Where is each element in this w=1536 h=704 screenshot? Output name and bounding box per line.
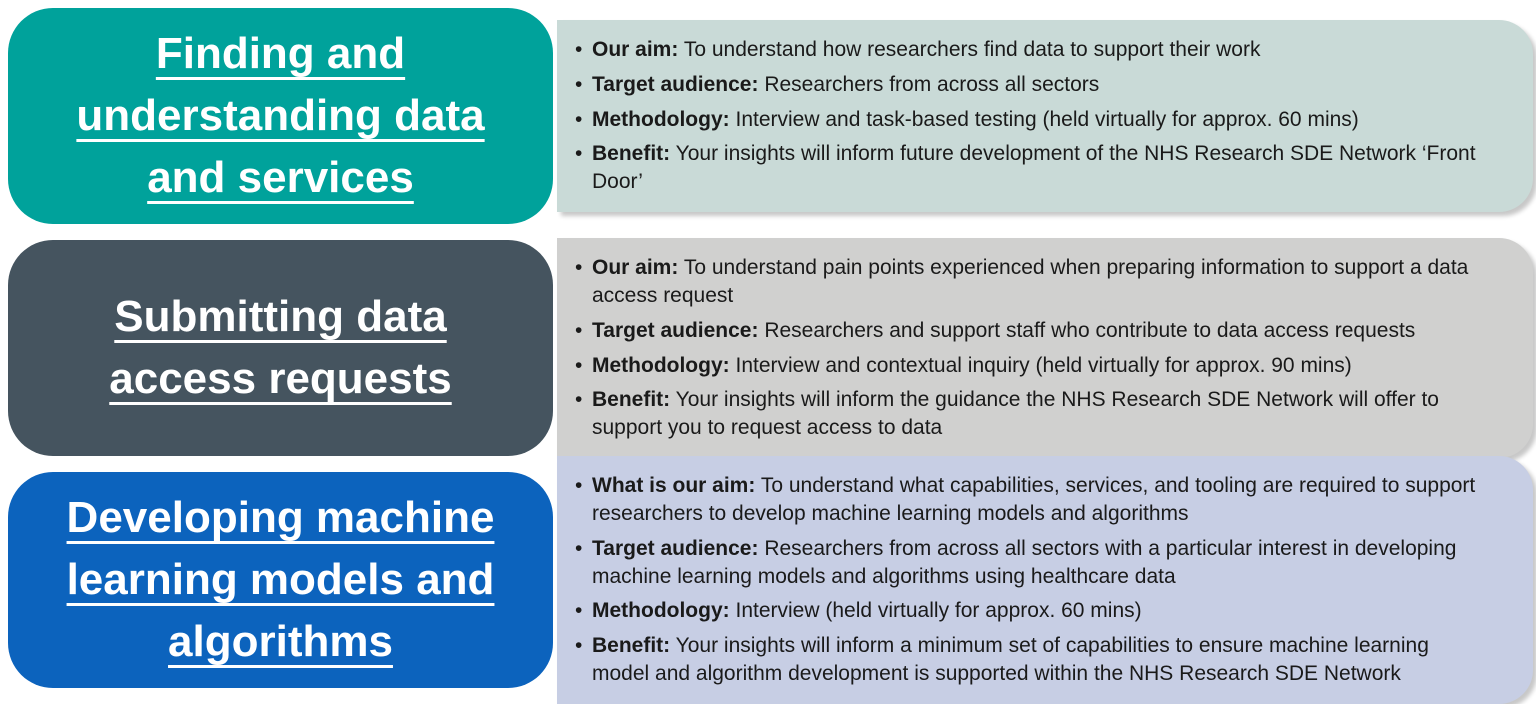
category-card-finding-data: Finding and understanding data and servi… (8, 8, 553, 224)
bullet-label: Benefit: (592, 388, 671, 412)
bullet-text: Your insights will inform future develop… (592, 142, 1476, 194)
bullet-text: Interview and task-based testing (held v… (735, 107, 1359, 131)
details-panel-access-requests: • Our aim: To understand pain points exp… (557, 238, 1533, 458)
bullet-item-benefit: • Benefit: Your insights will inform fut… (575, 140, 1481, 195)
bullet-dot: • (575, 72, 583, 96)
bullet-item-methodology: • Methodology: Interview (held virtually… (575, 597, 1481, 625)
bullet-text: To understand what capabilities, service… (592, 474, 1476, 526)
bullet-dot: • (575, 107, 583, 131)
bullet-text: To understand how researchers find data … (683, 38, 1261, 62)
bullet-item-our-aim: • Our aim: To understand pain points exp… (575, 254, 1481, 309)
bullet-text: Researchers from across all sectors (764, 72, 1100, 96)
bullet-label: What is our aim: (592, 474, 756, 498)
category-title-line: and services (147, 153, 414, 202)
research-study-row-access-requests: Submitting data access requests • Our ai… (8, 232, 1536, 464)
bullet-label: Target audience: (592, 318, 759, 342)
bullet-label: Methodology: (592, 107, 730, 131)
bullet-dot: • (575, 599, 583, 623)
details-panel-finding-data: • Our aim: To understand how researchers… (557, 20, 1533, 212)
bullet-text: Your insights will inform a minimum set … (592, 634, 1429, 685)
category-title-line: algorithms (168, 617, 393, 666)
bullet-item-benefit: • Benefit: Your insights will inform a m… (575, 632, 1481, 687)
bullet-text: Researchers from across all sectors with… (592, 536, 1457, 588)
bullet-item-what-is-our-aim: • What is our aim: To understand what ca… (575, 472, 1481, 527)
bullet-dot: • (575, 536, 583, 560)
category-title-line: understanding data (76, 91, 485, 140)
bullet-dot: • (575, 256, 583, 280)
bullet-label: Benefit: (592, 142, 671, 166)
bullet-label: Methodology: (592, 599, 730, 623)
research-study-row-finding-data: Finding and understanding data and servi… (8, 0, 1536, 232)
bullet-text: Your insights will inform the guidance t… (592, 388, 1439, 439)
bullet-dot: • (575, 353, 583, 377)
category-title-line: Submitting data (114, 292, 447, 341)
category-title-line: Finding and (155, 29, 406, 78)
bullet-item-benefit: • Benefit: Your insights will inform the… (575, 386, 1481, 441)
bullet-label: Target audience: (592, 536, 759, 560)
bullet-text: Interview (held virtually for approx. 60… (735, 599, 1142, 623)
research-study-row-machine-learning: Developing machine learning models and a… (8, 456, 1536, 704)
bullet-dot: • (575, 142, 583, 166)
bullet-dot: • (575, 474, 583, 498)
bullet-dot: • (575, 318, 583, 342)
bullet-text: Researchers and support staff who contri… (764, 318, 1416, 342)
bullet-item-methodology: • Methodology: Interview and contextual … (575, 352, 1481, 380)
bullet-label: Our aim: (592, 256, 679, 280)
category-card-access-requests: Submitting data access requests (8, 240, 553, 456)
bullet-dot: • (575, 38, 583, 62)
category-title-line: access requests (109, 354, 452, 403)
category-title-line: learning models and (66, 555, 495, 604)
details-panel-machine-learning: • What is our aim: To understand what ca… (557, 456, 1533, 704)
bullet-item-target-audience: • Target audience: Researchers and suppo… (575, 317, 1481, 345)
bullet-label: Benefit: (592, 634, 671, 658)
bullet-item-target-audience: • Target audience: Researchers from acro… (575, 71, 1481, 99)
category-card-machine-learning: Developing machine learning models and a… (8, 472, 553, 688)
bullet-label: Methodology: (592, 353, 730, 377)
bullet-text: To understand pain points experienced wh… (592, 256, 1469, 308)
bullet-item-methodology: • Methodology: Interview and task-based … (575, 106, 1481, 134)
bullet-label: Our aim: (592, 38, 679, 62)
bullet-text: Interview and contextual inquiry (held v… (735, 353, 1352, 377)
bullet-item-target-audience: • Target audience: Researchers from acro… (575, 535, 1481, 590)
bullet-dot: • (575, 634, 583, 658)
bullet-label: Target audience: (592, 72, 759, 96)
bullet-dot: • (575, 388, 583, 412)
category-title-line: Developing machine (66, 493, 495, 542)
bullet-item-our-aim: • Our aim: To understand how researchers… (575, 36, 1481, 64)
